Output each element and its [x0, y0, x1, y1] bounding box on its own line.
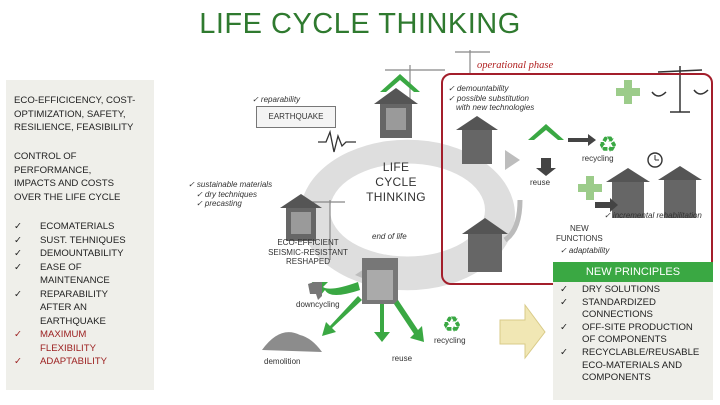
center-label-line: CYCLE [375, 175, 417, 189]
ring-arrow-icon [505, 150, 520, 170]
check-icon: ✓ [14, 248, 23, 259]
recycle-icon: ♻ [442, 313, 462, 338]
recycling-bottom-label: recycling [434, 336, 466, 345]
list-item: ✓ECOMATERIALS [14, 221, 115, 232]
incremental-label: ✓ incremental rehabilitation [604, 211, 702, 220]
recycle-icon: ♻ [598, 133, 618, 158]
demountability-label: ✓ demountability ✓ possible substitution… [448, 84, 535, 112]
life-cycle-ring [299, 139, 515, 291]
control-line: CONTROL OF [14, 151, 77, 162]
seismic-wave-icon [318, 129, 356, 153]
eco-efficient-label: ECO-EFFICIENT SEISMIC-RESISTANT RESHAPED [268, 238, 348, 266]
sustainable-label: ✓ sustainable materials ✓ dry techniques… [188, 180, 273, 208]
rubble-icon [262, 332, 322, 352]
building-frame-icon [362, 258, 398, 304]
objectives-line: RESILIENCE, FEASIBILITY [14, 122, 134, 133]
reuse-bottom-label: reuse [392, 354, 413, 363]
operational-phase-label: operational phase [477, 60, 554, 71]
check-icon: ✓ [14, 356, 23, 367]
check-icon: ✓ [14, 288, 23, 300]
reparability-label: ✓ reparability [252, 95, 301, 104]
green-arrow-icon [312, 282, 360, 296]
control-text: CONTROL OF PERFORMANCE, IMPACTS AND COST… [14, 150, 120, 204]
thumbs-down-icon [308, 282, 322, 300]
arrow-icon [536, 158, 556, 176]
objectives-text: ECO-EFFICICENCY, COST- OPTIMIZATION, SAF… [14, 94, 135, 135]
check-icon: ✓ [14, 234, 23, 246]
arrow-icon [568, 134, 596, 146]
building-icon [658, 166, 702, 218]
control-line: PERFORMANCE, [14, 164, 92, 176]
plus-icon [616, 80, 640, 104]
list-item: ✓DEMOUNTABILITY [14, 248, 124, 259]
check-icon: ✓ [560, 296, 569, 308]
control-line: IMPACTS AND COSTS [14, 178, 115, 189]
list-item: ✓SUST. TEHNIQUES [14, 234, 126, 246]
list-item: ✓ADAPTABILITY [14, 356, 107, 367]
green-arrow-icon [374, 304, 390, 342]
center-label-line: THINKING [366, 190, 426, 204]
recycling-top-label: recycling [582, 154, 614, 163]
strategy-list: ✓ECOMATERIALS ✓SUST. TEHNIQUES ✓DEMOUNTA… [14, 220, 154, 369]
adaptability-label: ✓ adaptability [560, 246, 610, 255]
building-icon [374, 88, 418, 138]
slide-title: LIFE CYCLE THINKING [199, 8, 521, 40]
check-icon: ✓ [560, 284, 569, 295]
earthquake-box: EARTHQUAKE [256, 106, 336, 128]
center-label: LIFE CYCLE THINKING [356, 160, 436, 205]
clock-icon [647, 152, 663, 168]
reuse-top-label: reuse [530, 178, 551, 187]
arrow-icon [595, 198, 618, 212]
new-functions-label: NEW FUNCTIONS [556, 224, 603, 243]
green-arrow-icon [322, 296, 362, 336]
roof-icon [528, 124, 564, 140]
roof-icon [380, 74, 420, 92]
check-icon: ✓ [14, 261, 23, 273]
crane-icon [455, 50, 490, 75]
large-arrow-icon [499, 303, 546, 360]
green-arrow-icon [394, 300, 424, 342]
building-icon [462, 218, 508, 272]
curved-arrow-icon [503, 199, 523, 243]
check-icon: ✓ [560, 346, 569, 358]
downcycling-label: downcycling [296, 300, 340, 309]
demolition-label: demolition [264, 357, 301, 366]
center-label-line: LIFE [382, 160, 410, 174]
new-principles-heading: NEW PRINCIPLES [553, 262, 713, 282]
check-icon: ✓ [14, 329, 23, 340]
plus-icon [578, 176, 602, 200]
check-icon: ✓ [560, 321, 569, 333]
end-of-life-label: end of life [372, 232, 407, 241]
control-line: OVER THE LIFE CYCLE [14, 191, 121, 203]
new-principles-panel [553, 262, 713, 400]
building-icon [606, 168, 650, 218]
objectives-line: ECO-EFFICICENCY, COST- [14, 95, 136, 106]
check-icon: ✓ [14, 221, 23, 232]
left-panel: ECO-EFFICICENCY, COST- OPTIMIZATION, SAF… [6, 80, 154, 390]
list-item: ✓DRY SOLUTIONS [560, 284, 661, 295]
objectives-line: OPTIMIZATION, SAFETY, [14, 108, 126, 120]
building-icon [280, 194, 322, 241]
building-icon [456, 116, 498, 164]
